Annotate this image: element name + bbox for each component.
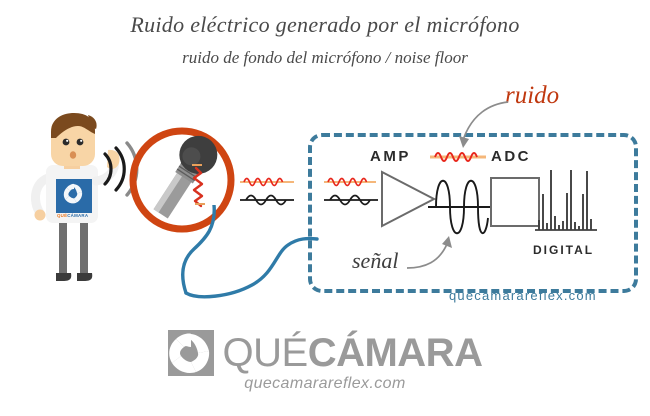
- digital-label: DIGITAL: [533, 243, 595, 257]
- digital-signal-bars: [535, 170, 597, 231]
- adc-label: ADC: [491, 148, 531, 165]
- signal-annotation-label: señal: [352, 248, 399, 273]
- noise-annotation-arrow: [459, 101, 509, 148]
- page-subtitle: ruido de fondo del micrófono / noise flo…: [182, 48, 468, 67]
- adc-block: [490, 177, 540, 227]
- input-waveform: [324, 177, 378, 206]
- microphone-closeup: [129, 127, 235, 233]
- diagram-url: quecamarareflex.com: [449, 288, 597, 303]
- tshirt-logo-text: QUÉCÁMARA: [57, 213, 88, 218]
- aperture-icon: [167, 330, 214, 376]
- brand-camara: CÁMARA: [307, 331, 483, 375]
- brand-que: QUÉ: [222, 331, 309, 375]
- mic-cable: [181, 205, 319, 299]
- amplifier-symbol: [381, 170, 437, 228]
- amplified-noise-waveform: [430, 152, 486, 162]
- signal-chain-box: [308, 133, 638, 293]
- noise-annotation-label: ruido: [505, 82, 560, 109]
- mic-output-waveform: [240, 177, 294, 206]
- signal-annotation-arrow: [406, 236, 452, 269]
- tshirt-que: QUÉ: [57, 213, 68, 218]
- amplified-signal-waveform: [428, 179, 490, 235]
- brand-wordmark: QUÉCÁMARA: [223, 333, 483, 373]
- amp-label: AMP: [370, 148, 411, 165]
- footer-url: quecamarareflex.com: [244, 375, 406, 392]
- tshirt-camara: CÁMARA: [67, 213, 89, 218]
- brand-logo: QUÉCÁMARA: [0, 330, 650, 376]
- character-illustration: [30, 113, 120, 281]
- page-title: Ruido eléctrico generado por el micrófon…: [130, 12, 520, 37]
